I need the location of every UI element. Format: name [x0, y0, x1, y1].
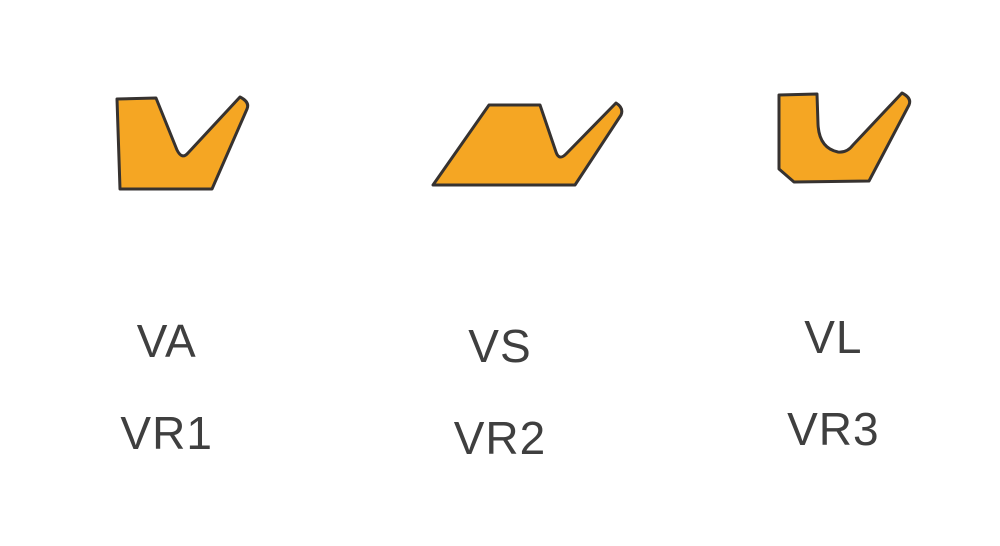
vs-shape-container [428, 97, 628, 197]
vl-profile-shape [777, 91, 912, 184]
profile-type-label-vs: VS [468, 320, 532, 372]
va-shape-container [113, 92, 258, 192]
va-profile-shape [115, 95, 250, 191]
profile-type-label-vl: VL [804, 311, 863, 363]
profile-type-label-va: VA [136, 315, 197, 367]
profile-column-va: VA VR1 [0, 0, 333, 546]
va-seal-profile-icon [115, 95, 250, 191]
vs-seal-profile-icon [431, 101, 624, 187]
vl-shape-container [773, 88, 918, 188]
vs-profile-shape [431, 101, 624, 187]
profile-column-vs: VS VR2 [333, 0, 666, 546]
profile-column-vl: VL VR3 [667, 0, 1000, 546]
profile-vr-label-vr3: VR3 [787, 403, 880, 455]
profile-vr-label-vr1: VR1 [120, 407, 213, 459]
vl-seal-profile-icon [777, 91, 912, 184]
profile-vr-label-vr2: VR2 [453, 412, 547, 464]
